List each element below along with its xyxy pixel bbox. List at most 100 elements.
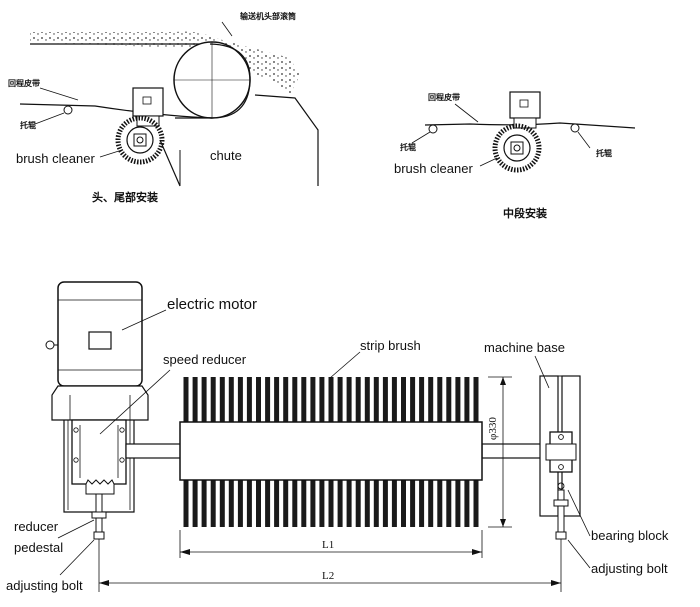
strip-brush-bristles-top xyxy=(183,377,479,422)
drive-shaft-left xyxy=(125,443,183,459)
motor-terminal-box xyxy=(88,331,112,350)
bristle-tuft xyxy=(183,480,189,527)
bristle-tuft xyxy=(201,480,207,527)
return-belt-label: 回程皮带 xyxy=(8,78,40,88)
bristle-tuft xyxy=(292,480,298,527)
bearing-block xyxy=(545,431,577,490)
bristle-tuft xyxy=(183,377,189,422)
bristle-tuft xyxy=(256,377,261,422)
chute-label: chute xyxy=(210,148,242,163)
head-tail-installation-view: 输送机头部滚筒 回程皮带 托辊 brush cleaner chute 头、尾部… xyxy=(8,11,319,204)
bristle-tuft xyxy=(283,480,289,527)
brush-cleaner-label: brush cleaner xyxy=(16,151,95,166)
bristle-tuft xyxy=(310,377,316,422)
bristle-tuft xyxy=(346,377,352,422)
idler-left xyxy=(428,124,438,134)
electric-motor-label: electric motor xyxy=(167,296,257,313)
bristle-tuft xyxy=(301,480,307,527)
machine-base-label: machine base xyxy=(484,340,565,355)
bristle-tuft xyxy=(246,480,252,527)
return-belt xyxy=(19,103,213,119)
brush-roller-head xyxy=(115,115,165,165)
bristle-tuft xyxy=(473,480,479,527)
dimension-l1-label: L1 xyxy=(322,539,334,551)
right-adjusting-bolt xyxy=(553,489,569,592)
small-motor-mid xyxy=(509,91,541,119)
bristle-tuft xyxy=(301,377,307,422)
bristle-tuft xyxy=(364,377,370,422)
brush-roller-mid xyxy=(492,123,542,173)
dimension-l2-label: L2 xyxy=(322,570,334,582)
bristle-tuft xyxy=(237,377,243,422)
bristle-tuft xyxy=(228,377,234,422)
bristle-tuft xyxy=(328,377,334,422)
dimension-l2-line xyxy=(99,580,561,586)
bristle-tuft xyxy=(364,480,370,527)
bristle-tuft xyxy=(265,377,271,422)
bristle-tuft xyxy=(428,377,434,422)
bristle-tuft xyxy=(283,377,289,422)
head-tail-caption: 头、尾部安装 xyxy=(92,190,158,204)
middle-caption: 中段安装 xyxy=(503,206,547,220)
bristle-tuft xyxy=(382,480,388,527)
bristle-tuft xyxy=(428,480,434,527)
bristle-tuft xyxy=(292,377,298,422)
brush-cleaner-mid-label: brush cleaner xyxy=(394,161,473,176)
idler-roller xyxy=(63,105,73,115)
bristle-tuft xyxy=(373,377,379,422)
adjusting-bolt-left-label: adjusting bolt xyxy=(6,578,83,593)
small-motor xyxy=(132,87,164,117)
bristle-tuft xyxy=(464,377,470,422)
dimension-l1-line xyxy=(179,530,483,558)
main-assembly-view: electric motor speed reducer strip brush… xyxy=(6,281,669,593)
bristle-tuft xyxy=(401,480,406,527)
bristle-tuft xyxy=(355,377,361,422)
lifting-lug xyxy=(45,340,55,350)
bristle-tuft xyxy=(201,377,207,422)
bristle-tuft xyxy=(391,480,397,527)
bristle-tuft xyxy=(346,480,352,527)
idler-left-label: 托辊 xyxy=(400,142,416,152)
bristle-tuft xyxy=(310,480,316,527)
bristle-tuft xyxy=(219,480,225,527)
bristle-tuft xyxy=(246,377,252,422)
bristle-tuft xyxy=(355,480,361,527)
bristle-tuft xyxy=(419,480,425,527)
bristle-tuft xyxy=(219,377,225,422)
bristle-tuft xyxy=(446,480,452,527)
bristle-tuft xyxy=(274,377,280,422)
bristle-tuft xyxy=(473,377,479,422)
reducer-pedestal-label-line1: reducer xyxy=(14,519,59,534)
diameter-label: φ330 xyxy=(487,417,499,440)
bristle-tuft xyxy=(319,377,325,422)
bristle-tuft xyxy=(210,480,216,527)
bristle-tuft xyxy=(410,480,416,527)
left-adjusting-bolt xyxy=(91,493,107,592)
motor-flange xyxy=(51,385,149,421)
bristle-tuft xyxy=(265,480,271,527)
bristle-tuft xyxy=(401,377,406,422)
bristle-tuft xyxy=(192,480,198,527)
bristle-tuft xyxy=(256,480,261,527)
bristle-tuft xyxy=(437,377,443,422)
chute xyxy=(159,139,181,187)
bristle-tuft xyxy=(410,377,416,422)
idler-label: 托辊 xyxy=(20,120,36,130)
bristle-tuft xyxy=(382,377,388,422)
bristle-tuft xyxy=(319,480,325,527)
bristle-tuft xyxy=(437,480,443,527)
adjusting-bolt-right-label: adjusting bolt xyxy=(591,561,668,576)
bearing-block-label: bearing block xyxy=(591,528,669,543)
diameter-dimension xyxy=(488,376,512,528)
brush-drum xyxy=(179,421,483,481)
reducer-pedestal-label-line2: pedestal xyxy=(14,540,63,555)
bristle-tuft xyxy=(455,377,461,422)
conveyed-material xyxy=(30,31,300,96)
head-drum-label: 输送机头部滚筒 xyxy=(240,11,296,21)
bristle-tuft xyxy=(464,480,470,527)
bristle-tuft xyxy=(210,377,216,422)
bristle-tuft xyxy=(228,480,234,527)
bristle-tuft xyxy=(337,480,343,527)
bristle-tuft xyxy=(373,480,379,527)
